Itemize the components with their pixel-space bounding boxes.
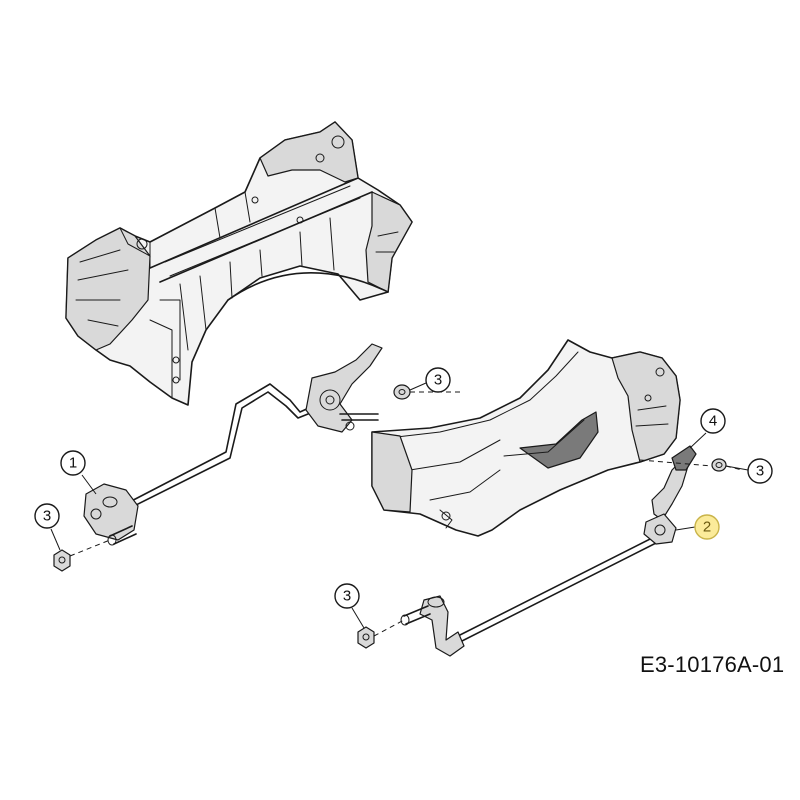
callout-3c: 3 [725,458,773,484]
callout-4-circle [700,408,726,434]
callout-3a-label: 3 [43,508,51,525]
callout-3a: 3 [34,503,61,551]
callout-3d-label: 3 [343,588,351,605]
fasteners [53,384,727,649]
hex-nut-left [53,549,71,572]
callout-3b: 3 [409,367,451,393]
callout-1-circle [60,450,86,476]
right-axle-linkage [400,445,697,657]
callout-3a-circle [34,503,60,529]
upper-chassis-frame [65,121,413,406]
callout-3d-circle [334,583,360,609]
lower-deck-housing [371,339,681,537]
callout-1-label: 1 [69,455,77,472]
callout-3c-circle [747,458,773,484]
diagram-reference-code: E3-10176A-01 [640,652,785,677]
callout-1: 1 [60,450,97,495]
callout-3c-label: 3 [756,463,764,480]
callout-2-label: 2 [703,519,711,536]
callout-4-label: 4 [709,413,717,430]
callout-4: 4 [689,408,726,449]
callout-3b-circle [425,367,451,393]
washer-right [711,458,727,472]
hex-nut-bottom [357,626,375,649]
callout-2: 2 [675,514,720,540]
callout-3d: 3 [334,583,365,629]
callout-2-circle [694,514,720,540]
left-axle-linkage [83,343,383,546]
washer-upper [393,384,411,400]
callout-3b-label: 3 [434,372,442,389]
